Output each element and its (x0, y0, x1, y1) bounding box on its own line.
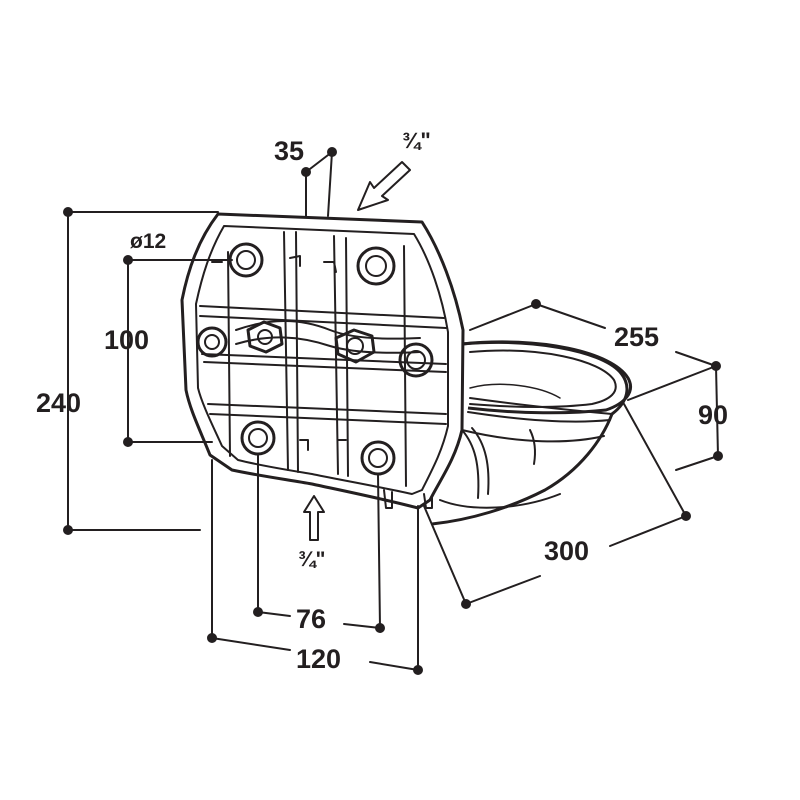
dim-pipe-thread-bottom-label: ¾" (298, 548, 325, 571)
dimension-lines (63, 147, 723, 675)
dim-120-label: 120 (296, 644, 341, 674)
dim-100-label: 100 (104, 325, 149, 355)
bowl (431, 340, 632, 526)
hex-nut (334, 328, 376, 364)
mounting-hole (228, 242, 264, 278)
hex-nut (246, 320, 284, 354)
dim-240-label: 240 (36, 388, 81, 418)
mounting-hole (356, 246, 396, 286)
dim-pipe-thread-top-label: ¾" (402, 128, 431, 153)
mounting-hole (240, 420, 276, 456)
dim-hole-diameter-label: ø12 (130, 230, 166, 253)
mounting-hole (196, 326, 228, 358)
pipe-inlet-arrow-bottom (303, 495, 325, 541)
mounting-plate (180, 212, 465, 510)
dim-76-label: 76 (296, 604, 326, 634)
dim-255-label: 255 (614, 322, 659, 352)
mounting-hole (398, 342, 434, 378)
dim-90-label: 90 (698, 400, 728, 430)
dim-35-label: 35 (274, 136, 304, 166)
dim-300-label: 300 (544, 536, 589, 566)
pipe-inlet-arrow-top (357, 161, 411, 211)
mounting-hole (360, 440, 396, 476)
